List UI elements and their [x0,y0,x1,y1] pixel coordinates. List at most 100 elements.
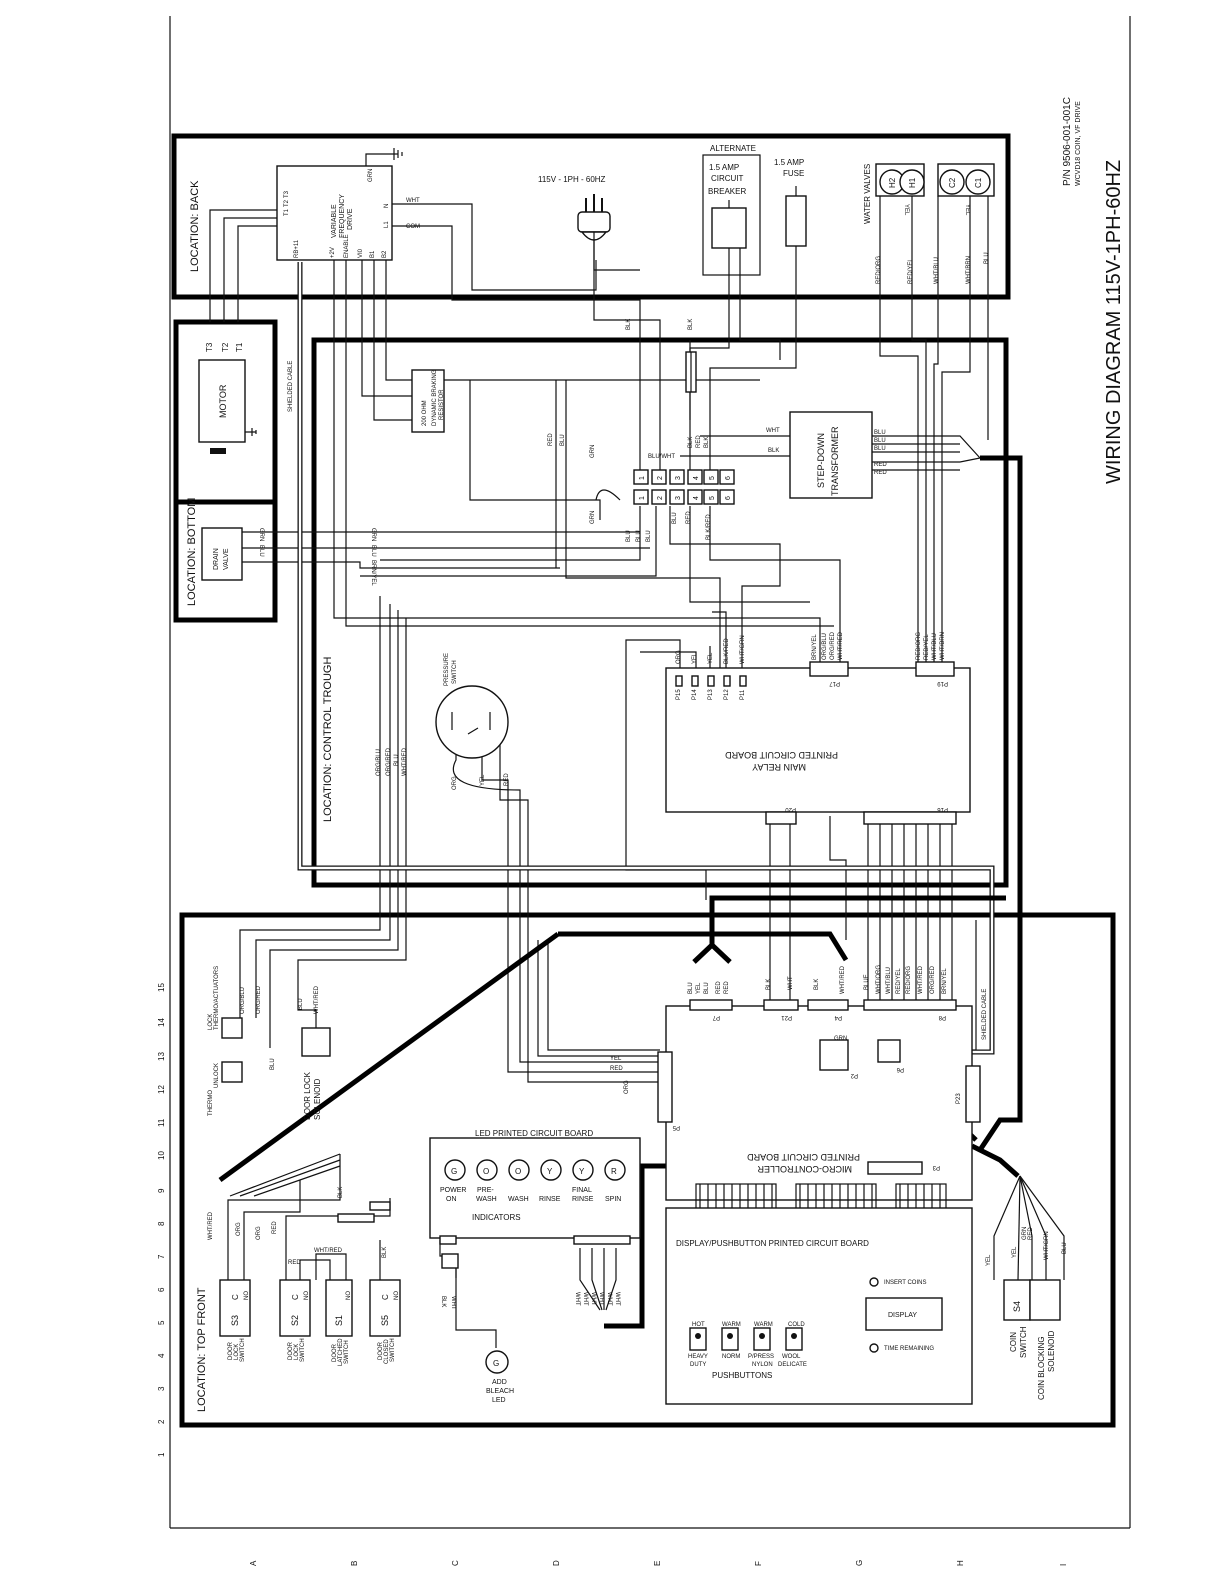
micro-controller-board: MICRO-CONTROLLER PRINTED CIRCUIT BOARD P… [610,965,981,1221]
svg-text:WHT: WHT [788,976,794,990]
grid-col-i: I [1059,1564,1068,1566]
grid-col-d: D [552,1560,561,1566]
svg-text:YEL: YEL [610,1056,622,1062]
svg-text:GRN: GRN [1022,1227,1028,1240]
svg-text:P23: P23 [956,1093,962,1104]
svg-text:MOTOR: MOTOR [218,384,228,418]
svg-text:C: C [231,1294,240,1300]
svg-text:RED/YEL: RED/YEL [896,968,902,994]
svg-text:DOOR: DOOR [288,1341,294,1360]
svg-text:G: G [451,1167,457,1176]
power-rating: 115V - 1PH - 60HZ [538,175,606,184]
svg-text:T3: T3 [205,342,214,352]
svg-text:P16: P16 [937,806,948,812]
svg-text:SWITCH: SWITCH [390,1338,396,1362]
grid-row-6: 6 [157,1287,166,1292]
svg-text:200 OHM: 200 OHM [422,400,428,426]
svg-text:1.5 AMP: 1.5 AMP [774,158,804,167]
grid-row-3: 3 [157,1386,166,1391]
svg-text:BLK/RED: BLK/RED [706,514,712,540]
svg-text:WHT/RED: WHT/RED [840,965,846,994]
grid-row-15: 15 [157,983,166,992]
svg-text:C: C [381,1294,390,1300]
svg-text:YEL: YEL [692,652,698,664]
grid-row-8: 8 [157,1221,166,1226]
svg-text:RED: RED [504,773,510,786]
grid-col-f: F [754,1561,763,1566]
svg-text:P21: P21 [781,1014,792,1020]
svg-text:DRIVE: DRIVE [347,208,354,230]
label-location-top-front: LOCATION: TOP FRONT [196,1287,208,1412]
svg-text:RED/ORG: RED/ORG [876,256,882,284]
svg-text:GRN: GRN [258,528,264,541]
svg-text:WHT/BLU: WHT/BLU [932,633,938,660]
svg-text:5: 5 [709,476,716,480]
svg-text:ORG: ORG [452,776,458,790]
svg-text:RB+11: RB+11 [294,239,300,258]
led-indicator-final-rinse: Y FINAL RINSE [572,1159,594,1203]
svg-text:DOOR: DOOR [378,1341,384,1360]
svg-text:WHT/ORG: WHT/ORG [876,965,882,994]
svg-text:LOCK: LOCK [234,1344,240,1360]
svg-text:4: 4 [693,496,700,500]
door-switch-s3: C NO S3 DOOR LOCK SWITCH [219,1279,251,1362]
svg-text:Y: Y [547,1167,553,1176]
motor: MOTOR T3 T2 T1 [198,342,257,454]
svg-text:BLK: BLK [440,1296,446,1307]
svg-text:P15: P15 [676,689,682,700]
svg-text:P11: P11 [740,689,746,700]
svg-text:P3: P3 [932,1164,940,1170]
svg-text:N: N [384,204,390,208]
grid-col-h: H [956,1560,965,1566]
svg-text:1: 1 [639,476,646,480]
svg-text:WHT/BRN: WHT/BRN [940,632,946,660]
svg-text:BRN/YEL: BRN/YEL [812,634,818,660]
svg-text:ADD: ADD [492,1379,507,1386]
svg-text:RED: RED [696,435,702,448]
svg-text:BLU: BLU [704,982,710,994]
svg-text:6: 6 [725,496,732,500]
svg-text:SOLENOID: SOLENOID [1047,1330,1056,1372]
variable-frequency-drive: VARIABLE FREQUENCY DRIVE T1 T2 T3 RB+11 … [276,165,420,261]
grid-col-a: A [249,1560,258,1566]
svg-text:P2: P2 [850,1072,858,1078]
svg-text:B2: B2 [382,250,388,258]
label-location-control: LOCATION: CONTROL TROUGH [322,657,334,822]
drain-valve: DRAIN VALVE GRN BLU GRN BLU BRN/YEL [201,527,376,586]
svg-text:DYNAMIC BRAKING: DYNAMIC BRAKING [432,369,438,426]
svg-text:HOT: HOT [692,1322,705,1328]
svg-text:ORG: ORG [676,650,682,664]
svg-text:BLU: BLU [874,446,886,452]
grid-row-4: 4 [157,1353,166,1358]
svg-text:WASH: WASH [476,1196,497,1203]
svg-text:RED: RED [874,470,887,476]
svg-text:WHT/GRN: WHT/GRN [740,635,746,664]
svg-text:NO: NO [346,1291,352,1300]
circuit-breaker: ALTERNATE 1.5 AMP CIRCUIT BREAKER [702,144,761,276]
svg-text:WHT/BLU: WHT/BLU [886,967,892,994]
svg-text:MICRO-CONTROLLER: MICRO-CONTROLLER [757,1164,852,1174]
svg-text:CIRCUIT: CIRCUIT [711,174,744,183]
grid-row-9: 9 [157,1188,166,1193]
grid-row-1: 1 [157,1452,166,1457]
location-back-box [171,133,1011,300]
svg-text:POWER: POWER [440,1187,466,1194]
led-board: LED PRINTED CIRCUIT BOARD INDICATORS BLK… [429,1129,641,1310]
svg-text:GRN: GRN [590,511,596,524]
svg-text:T1: T1 [235,342,244,352]
svg-text:YEL: YEL [708,652,714,664]
svg-text:RED: RED [272,1221,278,1234]
grid-row-12: 12 [157,1085,166,1094]
inline-fuse-icon-2 [337,1201,391,1223]
grid-row-11: 11 [157,1118,166,1127]
svg-text:BLK: BLK [766,979,772,990]
svg-text:4: 4 [693,476,700,480]
svg-text:BLK: BLK [704,437,710,448]
svg-text:WOOL: WOOL [782,1354,801,1360]
coin-switch: S4 COIN SWITCH COIN BLOCKING SOLENOID YE… [986,1227,1068,1400]
title-block: WIRING DIAGRAM 115V-1PH-60HZ P/N 9506-00… [1062,97,1125,484]
svg-text:ORG/RED: ORG/RED [386,747,392,776]
svg-text:LOCK: LOCK [294,1344,300,1360]
svg-text:YEL: YEL [1012,1246,1018,1258]
svg-text:WHT/RED: WHT/RED [838,631,844,660]
